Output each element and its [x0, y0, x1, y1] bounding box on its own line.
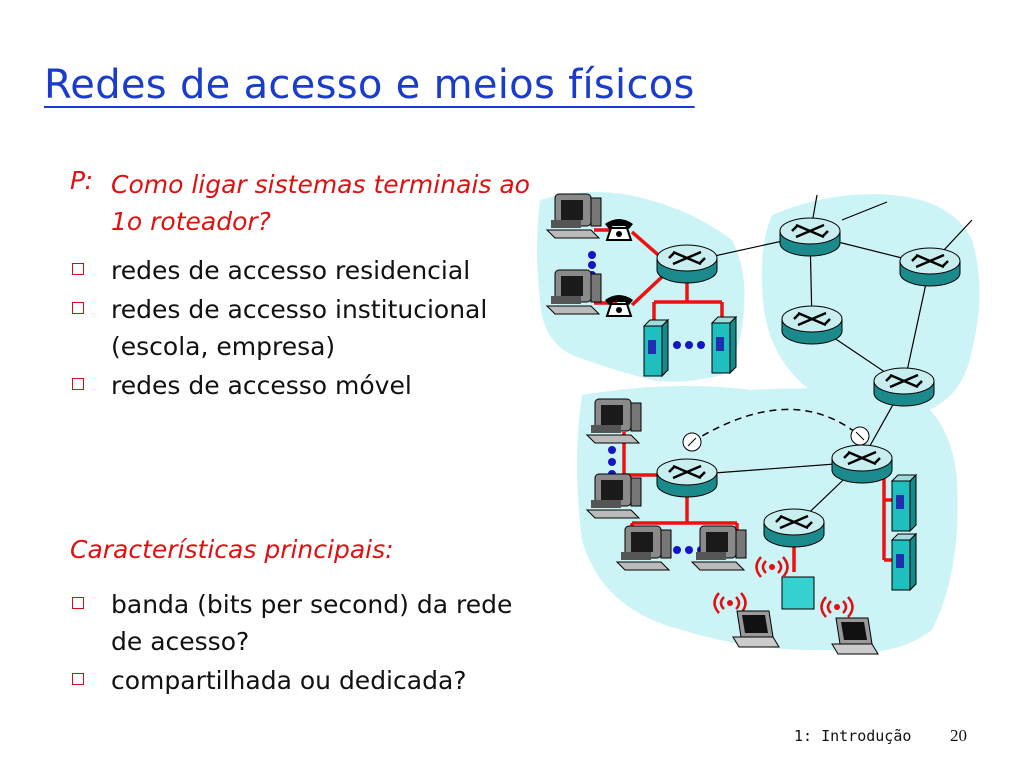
subheading: Características principais: [70, 535, 394, 564]
bullet-text: compartilhada ou dedicada? [111, 666, 467, 695]
access-network-list: redes de accesso residencial redes de ac… [70, 252, 530, 406]
server-icon [643, 319, 669, 377]
question-text: Como ligar sistemas terminais ao 1o rote… [111, 170, 530, 236]
bullet-text: redes de accesso institucional (escola, … [111, 295, 488, 361]
home-pc-icon [546, 269, 602, 315]
network-diagram [537, 191, 980, 655]
core-router-icon [872, 366, 936, 408]
question-label: P: [70, 166, 94, 195]
residential-router-icon [655, 243, 719, 285]
home-pc-icon [546, 193, 602, 239]
bullet-institutional: redes de accesso institucional (escola, … [70, 291, 530, 365]
bullet-text: redes de accesso móvel [111, 371, 412, 400]
office-pc-icon [691, 525, 747, 571]
server-icon [711, 316, 737, 374]
bullet-shared: compartilhada ou dedicada? [70, 662, 530, 699]
residential-cloud [537, 191, 745, 382]
page-number: 20 [950, 726, 967, 745]
bullet-text: redes de accesso residencial [111, 256, 471, 285]
bullet-box-icon [72, 263, 84, 275]
bullet-bandwidth: banda (bits per second) da rede de acess… [70, 586, 530, 660]
footer-chapter: 1: Introdução [794, 727, 912, 745]
satellite-dish-icon [850, 426, 870, 446]
wireless-router-icon [762, 507, 826, 549]
server-icon [891, 474, 917, 532]
core-router-icon [778, 216, 842, 258]
bullet-box-icon [72, 302, 84, 314]
office-pc-icon [616, 525, 672, 571]
institutional-router-icon [830, 443, 894, 485]
bullet-text: banda (bits per second) da rede de acess… [111, 590, 513, 656]
office-pc-icon [586, 473, 642, 519]
base-station-icon [781, 576, 815, 610]
slide-title: Redes de acesso e meios físicos [44, 62, 695, 108]
core-router-icon [898, 246, 962, 288]
bullet-box-icon [72, 597, 84, 609]
bullet-mobile: redes de accesso móvel [70, 367, 530, 404]
characteristics-list: banda (bits per second) da rede de acess… [70, 586, 530, 701]
bullet-box-icon [72, 378, 84, 390]
office-pc-icon [586, 398, 642, 444]
core-router-icon [780, 304, 844, 346]
satellite-dish-icon [682, 432, 702, 452]
institutional-router-icon [655, 457, 719, 499]
satellite-link [691, 408, 861, 443]
server-icon [891, 533, 917, 591]
bullet-residential: redes de accesso residencial [70, 252, 530, 289]
bullet-box-icon [72, 673, 84, 685]
